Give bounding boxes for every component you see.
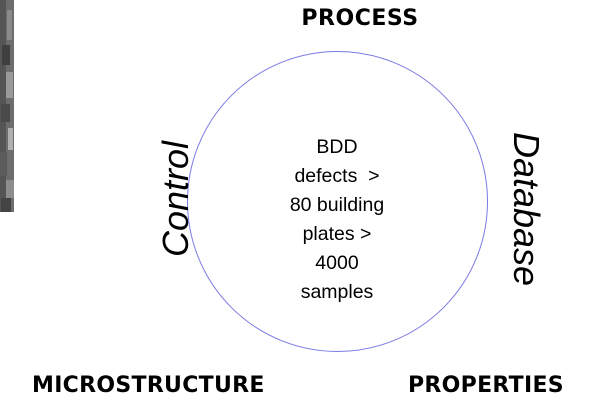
center-line-6: samples xyxy=(300,281,374,303)
center-line-4: plates > xyxy=(302,223,372,245)
center-line-3: 80 building xyxy=(289,194,385,216)
label-properties: PROPERTIES xyxy=(408,373,564,398)
photo-fragment xyxy=(0,0,14,212)
label-process: PROCESS xyxy=(301,6,419,31)
label-control: Control xyxy=(155,140,196,258)
circle-center-text: BDD defects > 80 building plates > 4000 … xyxy=(262,133,412,307)
label-microstructure: MICROSTRUCTURE xyxy=(32,373,265,398)
photo-fragment-image xyxy=(0,0,14,212)
center-line-1: BDD xyxy=(316,136,358,158)
label-database: Database xyxy=(506,131,547,287)
center-line-5: 4000 xyxy=(315,252,359,274)
center-line-2: defects > xyxy=(294,165,380,187)
cycle-circle xyxy=(187,51,488,352)
